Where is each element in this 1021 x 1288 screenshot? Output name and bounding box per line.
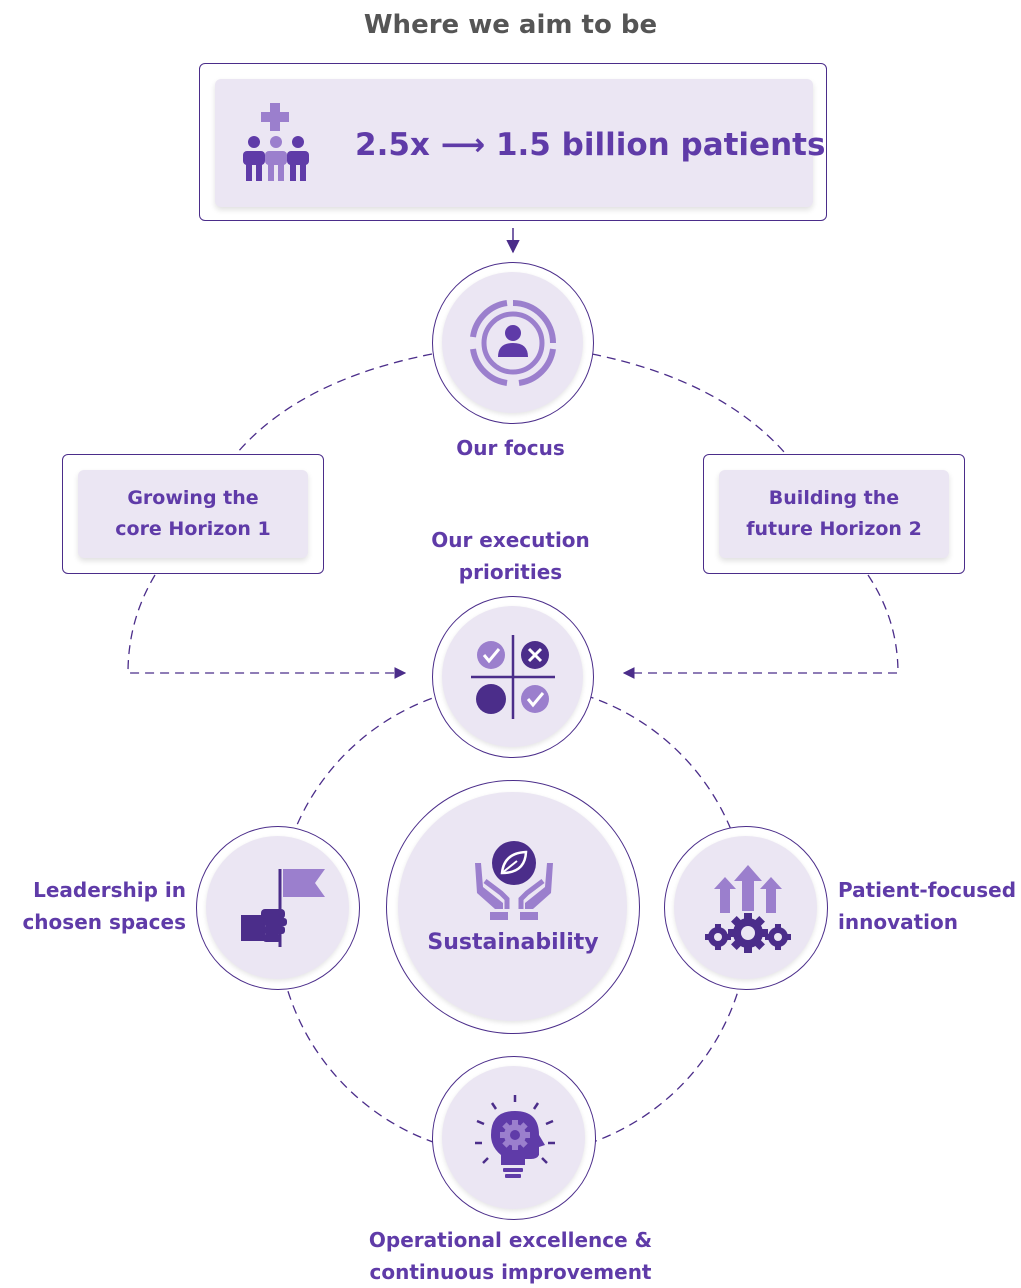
horizon1-label: Growing the core Horizon 1	[78, 470, 308, 558]
sustainability-circle: Sustainability	[386, 780, 640, 1034]
execution-circle	[432, 596, 594, 758]
horizon2-label: Building the future Horizon 2	[719, 470, 949, 558]
person-target-icon	[470, 300, 556, 386]
arc-focus-left	[236, 353, 433, 454]
arc-focus-right	[591, 353, 786, 454]
execution-label: Our execution priorities	[431, 528, 590, 584]
priority-matrix-icon	[471, 635, 555, 719]
focus-circle	[432, 262, 594, 424]
leadership-label: Leadership in chosen spaces	[22, 878, 186, 934]
innovation-label: Patient-focused innovation	[838, 878, 1017, 934]
line-h1-down	[127, 574, 407, 679]
operational-label: Operational excellence & continuous impr…	[368, 1228, 653, 1284]
gears-arrows-icon	[705, 865, 791, 953]
innovation-circle	[664, 826, 828, 990]
horizon2-box: Building the future Horizon 2	[703, 454, 965, 574]
goal-box: 2.5x ⟶ 1.5 billion patients	[199, 63, 827, 221]
head-gear-lightbulb-icon	[475, 1095, 555, 1178]
page-title: Where we aim to be	[363, 10, 658, 40]
operational-circle	[432, 1056, 596, 1220]
line-h2-down	[622, 574, 899, 679]
goal-box-inner: 2.5x ⟶ 1.5 billion patients	[215, 79, 825, 207]
leadership-circle	[196, 826, 360, 990]
hand-flag-icon	[241, 869, 325, 947]
focus-label: Our focus	[456, 436, 565, 460]
goal-text: 2.5x ⟶ 1.5 billion patients	[355, 127, 826, 163]
patients-group-icon	[243, 103, 309, 181]
horizon1-box: Growing the core Horizon 1	[62, 454, 324, 574]
hands-leaf-icon	[475, 841, 553, 920]
sustainability-label: Sustainability	[427, 930, 599, 955]
